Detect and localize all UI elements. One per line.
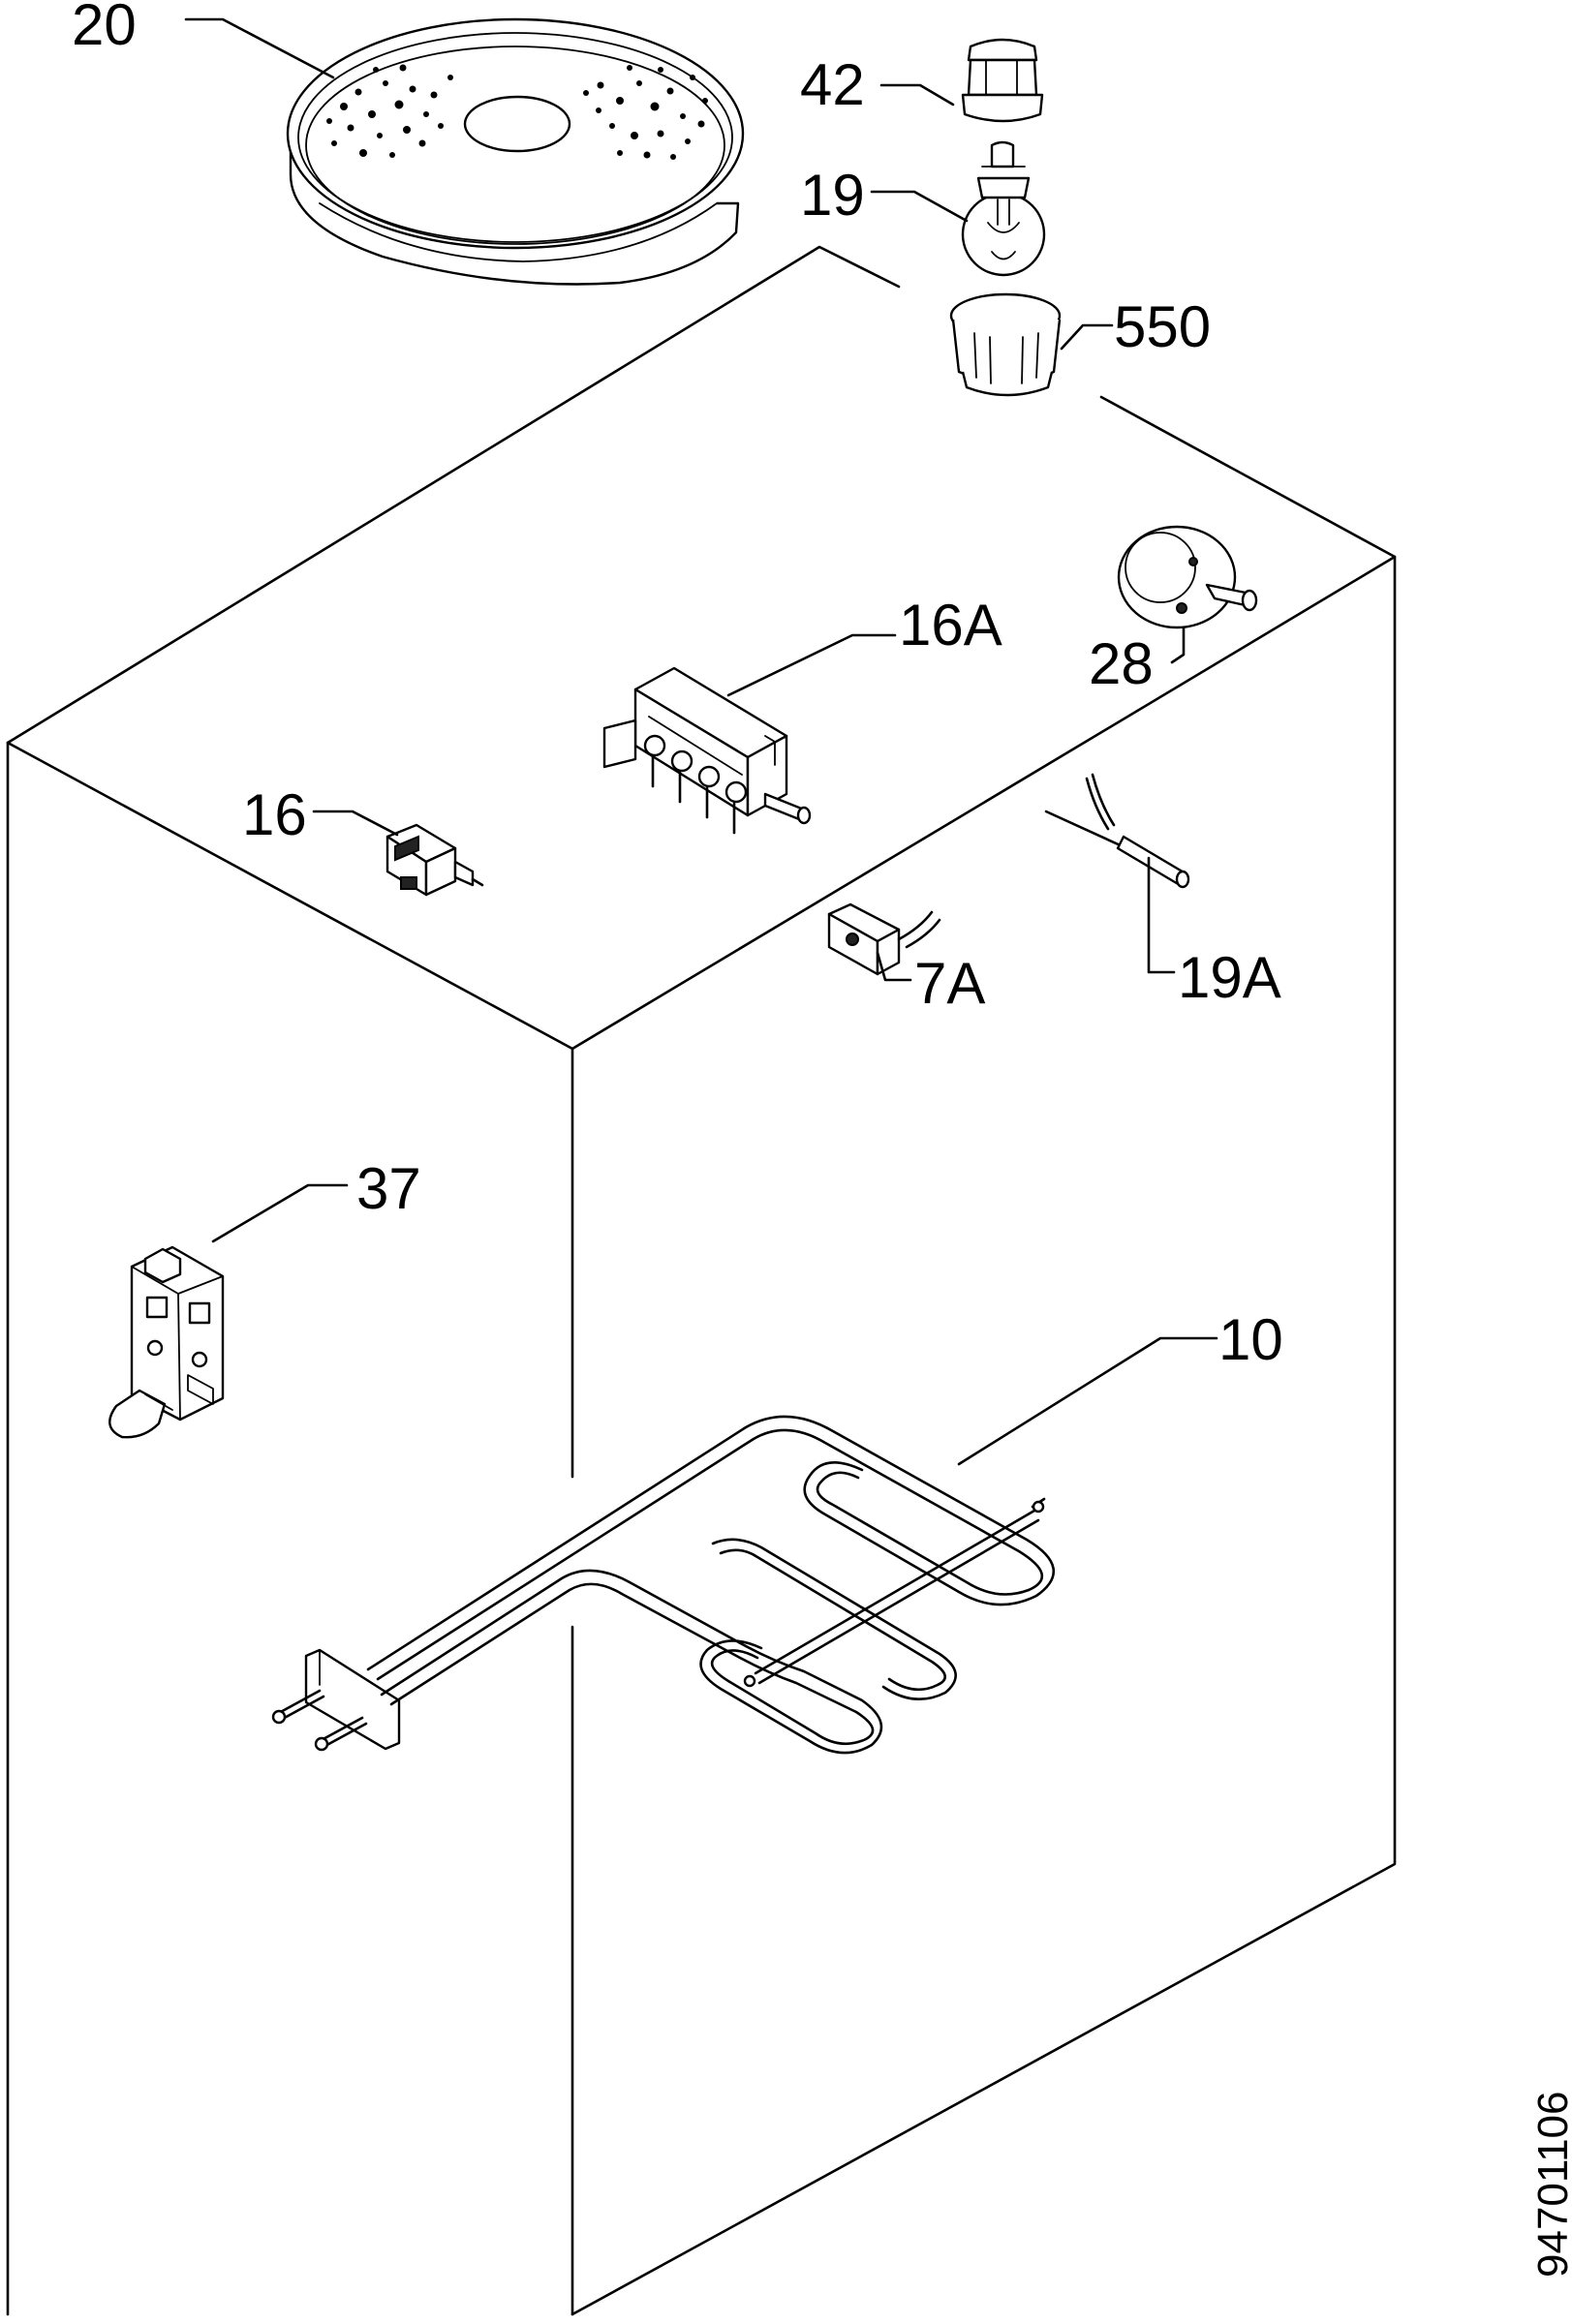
leader-line-28 [1170, 626, 1186, 664]
label-20: 20 [72, 0, 137, 57]
leader-line-19A [1147, 856, 1176, 974]
lamp-cover-part-550 [949, 292, 1062, 397]
thermostat-part-28 [1117, 525, 1258, 629]
label-19: 19 [800, 163, 865, 228]
label-42: 42 [800, 52, 865, 117]
label-16A: 16A [899, 593, 1002, 657]
lamp-bulb-part-19 [961, 140, 1046, 277]
leader-line-19 [870, 190, 969, 223]
leader-line-7A [876, 951, 912, 982]
label-19A: 19A [1178, 945, 1281, 1010]
label-28: 28 [1089, 631, 1154, 696]
drawing-number: 94701106 [1529, 2092, 1572, 2278]
selector-switch-part-16A [602, 666, 812, 835]
leader-line-42 [879, 83, 955, 107]
leader-line-16A [726, 633, 897, 697]
label-10: 10 [1218, 1307, 1283, 1372]
cabinet-outline [6, 245, 1397, 2316]
sensor-probe-part-19A [1044, 773, 1190, 889]
push-button-switch-part-16 [385, 823, 484, 897]
label-550: 550 [1114, 294, 1211, 359]
grill-element-part-10 [271, 1415, 1055, 1755]
label-7A: 7A [914, 951, 985, 1016]
leader-line-20 [184, 17, 335, 79]
lamp-holder-part-42 [961, 38, 1044, 123]
leader-line-550 [1060, 323, 1114, 351]
microswitch-part-7A [827, 902, 941, 976]
label-37: 37 [356, 1156, 421, 1221]
leader-line-10 [957, 1336, 1218, 1466]
terminal-bracket-part-37 [108, 1245, 225, 1439]
leader-line-16 [312, 810, 399, 837]
leader-line-37 [211, 1183, 349, 1243]
hotplate-part-20 [286, 17, 745, 286]
label-16: 16 [242, 782, 307, 847]
